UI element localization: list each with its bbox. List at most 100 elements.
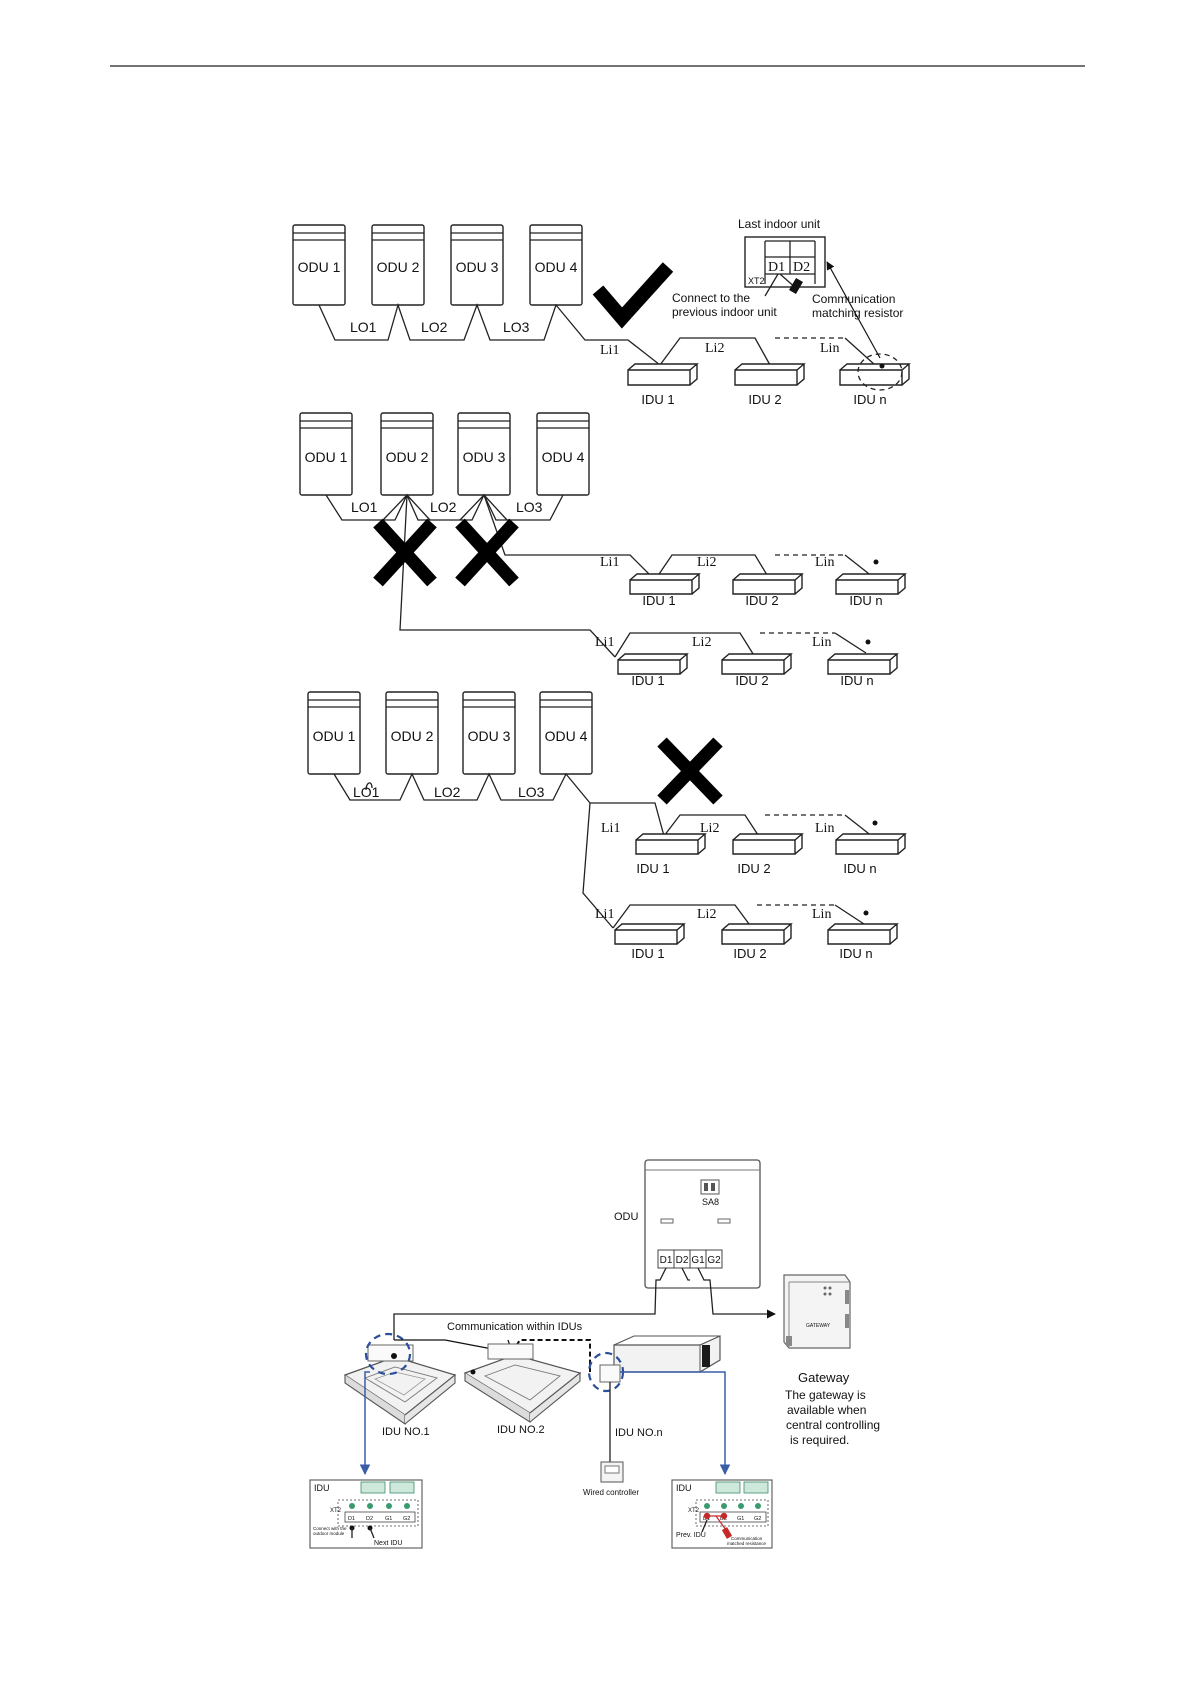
idu-unit: IDU 1 [629, 573, 701, 608]
li-wiring [614, 632, 756, 658]
cassette-idu-1 [343, 1344, 457, 1426]
li-wiring [663, 814, 761, 839]
odu-label: ODU 3 [456, 259, 499, 275]
idu-label: IDU n [843, 861, 876, 876]
last-indoor-unit-label: Last indoor unit [738, 217, 821, 231]
terminal-label: G1 [385, 1516, 392, 1522]
gateway-note: available when [787, 1403, 866, 1417]
idu-label: IDU 1 [642, 593, 675, 608]
terminal-d2: D2 [793, 260, 810, 275]
idu-unit: IDU n [835, 573, 907, 608]
li-wiring [659, 337, 771, 366]
wired-controller [600, 1461, 624, 1483]
idu-label: IDU 2 [748, 392, 781, 407]
cassette-idu-2 [463, 1343, 582, 1423]
dip-switch-icon [700, 1179, 720, 1195]
idu-unit: IDU n [827, 653, 899, 688]
odu-label: ODU 3 [468, 728, 511, 744]
terminal-label: G1 [691, 1255, 705, 1266]
gateway-note: central controlling [786, 1418, 880, 1432]
idu-unit: IDU n [839, 363, 911, 407]
idu-label: IDU 1 [631, 673, 664, 688]
lo-label: LO2 [434, 784, 461, 800]
comm-label: Communication within IDUs [447, 1321, 583, 1333]
inset-prev-label: Prev. IDU [676, 1532, 706, 1539]
idu-unit: IDU 2 [732, 573, 804, 608]
odu-unit: ODU 4 [529, 224, 583, 306]
resistor-highlight [857, 353, 903, 391]
xt2-label: XT2 [748, 276, 765, 286]
odu-label: ODU 4 [535, 259, 578, 275]
lo-label: LO2 [421, 319, 448, 335]
odu-unit: ODU 1 [292, 224, 346, 306]
figure2-wiring-diagram: SA8 D1 D2 G1 G2 ODU Communication within… [309, 1159, 880, 1549]
li-wiring [834, 632, 867, 654]
idu-unit: IDU n [827, 923, 899, 961]
li-wiring [612, 904, 753, 929]
idu-label: IDU 1 [641, 392, 674, 407]
idu-non-label: IDU NO.n [615, 1427, 663, 1439]
lo-label: LO1 [353, 784, 380, 800]
highlight-circle [364, 1332, 412, 1376]
li-label: Lin [815, 821, 834, 836]
cross-icon [373, 518, 437, 587]
terminal-label: G2 [754, 1516, 761, 1522]
idu-unit: IDU 2 [721, 923, 793, 961]
sa8-label: SA8 [702, 1197, 719, 1207]
terminal-label: G1 [737, 1516, 744, 1522]
odu-terminal-block: D1 D2 G1 G2 [657, 1249, 723, 1269]
li-wiring [654, 554, 771, 581]
odu-label: ODU 2 [386, 449, 429, 465]
gateway-note: is required. [790, 1433, 849, 1447]
resistor-note: Communication [812, 292, 895, 306]
gateway-note: The gateway is [785, 1388, 866, 1402]
inset-title: IDU [314, 1483, 330, 1493]
odu-unit: ODU 1 [299, 412, 353, 496]
odu-label: ODU 4 [545, 728, 588, 744]
duct-idu-n [599, 1335, 721, 1383]
idu-label: IDU 2 [737, 861, 770, 876]
odu-unit: ODU 2 [385, 691, 439, 775]
lo-wiring-mark [365, 782, 373, 791]
resistor-icon [789, 277, 803, 295]
idu-unit: IDU 1 [614, 923, 686, 961]
lo-label: LO1 [351, 499, 378, 515]
resistor-note: matching resistor [812, 306, 903, 320]
odu-label: ODU 4 [542, 449, 585, 465]
cross-icon [657, 737, 723, 805]
idu-unit: IDU n [835, 833, 907, 876]
odu-label: ODU 3 [463, 449, 506, 465]
wrong-branch-wiring [483, 494, 656, 581]
odu-unit: ODU 3 [450, 224, 504, 306]
lo-label: LO1 [350, 319, 377, 335]
li-label: Lin [812, 907, 831, 922]
odu-label: ODU 2 [377, 259, 420, 275]
idu-label: IDU n [840, 673, 873, 688]
lo-label: LO3 [518, 784, 545, 800]
idu-label: IDU n [839, 946, 872, 961]
terminal-label: D1 [348, 1516, 355, 1522]
terminal-label: D1 [660, 1255, 673, 1266]
idu-label: IDU n [853, 392, 886, 407]
gateway-wiring [697, 1267, 776, 1319]
li-label: Li1 [600, 343, 619, 358]
terminal-d1: D1 [768, 260, 785, 275]
lo-label: LO3 [503, 319, 530, 335]
comm-wiring [393, 1267, 667, 1340]
terminal-label: D2 [366, 1516, 373, 1522]
inset-left-terminal: IDU XT2 D1 D2 G1 G2 Connect with the out… [309, 1479, 423, 1549]
lo-label: LO3 [516, 499, 543, 515]
checkmark-icon [592, 262, 674, 329]
detail-leader [359, 1371, 371, 1476]
scenario-b-wrong: ODU 1 ODU 2 ODU 3 ODU 4 LO1 LO2 LO3 [299, 412, 907, 688]
odu-label: ODU 2 [391, 728, 434, 744]
gateway-label: Gateway [798, 1370, 850, 1385]
idu-label: IDU 2 [733, 946, 766, 961]
odu-unit: ODU 2 [380, 412, 434, 496]
idu-label: IDU 1 [636, 861, 669, 876]
resistor-icon [721, 1527, 733, 1539]
li-label: Li1 [601, 821, 620, 836]
odu-label: ODU [614, 1211, 639, 1223]
